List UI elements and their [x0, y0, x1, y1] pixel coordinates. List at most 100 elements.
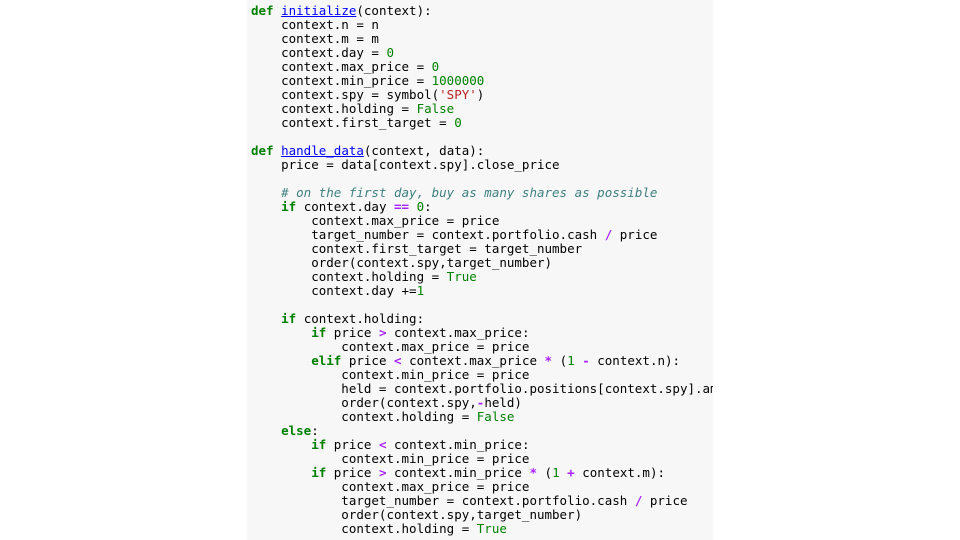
- keyword-token: if: [281, 199, 297, 214]
- code-line: context.max_price = price: [251, 480, 713, 494]
- code-line: context.m = m: [251, 32, 713, 46]
- operator-token: <: [394, 353, 402, 368]
- text-token: [274, 3, 282, 18]
- code-line: if context.holding:: [251, 312, 713, 326]
- text-token: [251, 199, 281, 214]
- operator-token: <: [378, 437, 387, 452]
- number-token: 0: [416, 199, 425, 214]
- code-line: context.min_price = price: [251, 452, 713, 466]
- code-line: [251, 298, 713, 312]
- comment-token: # on the first day, buy as many shares a…: [281, 185, 658, 200]
- code-line: if context.day == 0:: [251, 200, 713, 214]
- code-line: context.min_price = 1000000: [251, 74, 713, 88]
- text-token: context.day +=: [251, 283, 417, 298]
- text-token: [251, 437, 311, 452]
- function-name-token: initialize: [281, 3, 357, 18]
- text-token: target_number = context.portfolio.cash: [251, 493, 635, 508]
- keyword-token: if: [311, 325, 327, 340]
- text-token: context.min_price =: [251, 73, 432, 88]
- text-token: context.m):: [574, 465, 665, 480]
- code-line: order(context.spy,target_number): [251, 508, 713, 522]
- text-token: context.holding =: [251, 101, 417, 116]
- number-token: 0: [454, 115, 462, 130]
- number-token: 1: [416, 283, 425, 298]
- code-line: if price > context.max_price:: [251, 326, 713, 340]
- code-line: else:: [251, 424, 713, 438]
- operator-token: /: [634, 493, 643, 508]
- text-token: [251, 325, 311, 340]
- text-token: context.first_target =: [251, 115, 455, 130]
- text-token: context.holding =: [251, 409, 477, 424]
- code-line: held = context.portfolio.positions[conte…: [251, 382, 713, 396]
- text-token: context.spy = symbol(: [251, 87, 440, 102]
- number-token: 1: [552, 465, 560, 480]
- text-token: price: [642, 493, 688, 508]
- code-line: if price > context.min_price * (1 + cont…: [251, 466, 713, 480]
- text-token: order(context.spy,target_number): [251, 255, 553, 270]
- text-token: held = context.portfolio.positions[conte…: [251, 381, 713, 396]
- keyword-token: if: [311, 465, 327, 480]
- code-line: context.holding = True: [251, 270, 713, 284]
- text-token: price: [341, 353, 395, 368]
- text-token: order(context.spy,: [251, 395, 477, 410]
- text-token: context.day: [296, 199, 395, 214]
- code-line: context.holding = False: [251, 410, 713, 424]
- text-token: [251, 423, 281, 438]
- string-token: 'SPY': [439, 87, 477, 102]
- keyword-token: def: [251, 143, 274, 158]
- operator-token: ==: [394, 199, 410, 214]
- operator-token: +: [567, 465, 575, 480]
- number-token: 1: [567, 353, 575, 368]
- code-line: context.min_price = price: [251, 368, 713, 382]
- code-line: # on the first day, buy as many shares a…: [251, 186, 713, 200]
- code-line: if price < context.min_price:: [251, 438, 713, 452]
- text-token: context.n):: [589, 353, 681, 368]
- code-line: context.max_price = 0: [251, 60, 713, 74]
- code-line: order(context.spy,-held): [251, 396, 713, 410]
- text-token: context.min_price:: [386, 437, 530, 452]
- constant-token: False: [416, 101, 455, 116]
- text-token: context.max_price = price: [251, 339, 530, 354]
- constant-token: True: [446, 269, 477, 284]
- text-token: context.min_price = price: [251, 367, 530, 382]
- code-listing: def initialize(context): context.n = n c…: [247, 0, 713, 536]
- keyword-token: if: [311, 437, 327, 452]
- operator-token: >: [378, 325, 387, 340]
- code-line: def initialize(context):: [251, 4, 713, 18]
- text-token: [251, 185, 281, 200]
- operator-token: /: [604, 227, 613, 242]
- text-token: price: [612, 227, 658, 242]
- code-line: target_number = context.portfolio.cash /…: [251, 494, 713, 508]
- code-line: context.day +=1: [251, 284, 713, 298]
- text-token: [251, 311, 281, 326]
- text-token: [274, 143, 282, 158]
- number-token: 1000000: [431, 73, 485, 88]
- constant-token: True: [476, 521, 507, 536]
- text-token: price: [326, 465, 379, 480]
- text-token: target_number = context.portfolio.cash: [251, 227, 605, 242]
- number-token: 0: [386, 45, 394, 60]
- code-line: def handle_data(context, data):: [251, 144, 713, 158]
- code-block: def initialize(context): context.n = n c…: [247, 0, 713, 540]
- operator-token: >: [378, 465, 387, 480]
- number-token: 0: [431, 59, 440, 74]
- text-token: context.n = n: [251, 17, 379, 32]
- code-line: [251, 172, 713, 186]
- text-token: context.max_price =: [251, 59, 432, 74]
- text-token: price: [326, 437, 379, 452]
- code-line: elif price < context.max_price * (1 - co…: [251, 354, 713, 368]
- code-line: context.first_target = 0: [251, 116, 713, 130]
- text-token: :: [311, 423, 319, 438]
- text-token: (context, data):: [363, 143, 485, 158]
- code-line: context.n = n: [251, 18, 713, 32]
- text-token: ): [476, 87, 485, 102]
- keyword-token: elif: [311, 353, 342, 368]
- constant-token: False: [476, 409, 515, 424]
- code-line: context.day = 0: [251, 46, 713, 60]
- text-token: (: [537, 465, 553, 480]
- text-token: context.holding:: [296, 311, 425, 326]
- text-token: context.max_price:: [386, 325, 530, 340]
- text-token: context.day =: [251, 45, 387, 60]
- text-token: order(context.spy,target_number): [251, 507, 583, 522]
- text-token: price: [326, 325, 379, 340]
